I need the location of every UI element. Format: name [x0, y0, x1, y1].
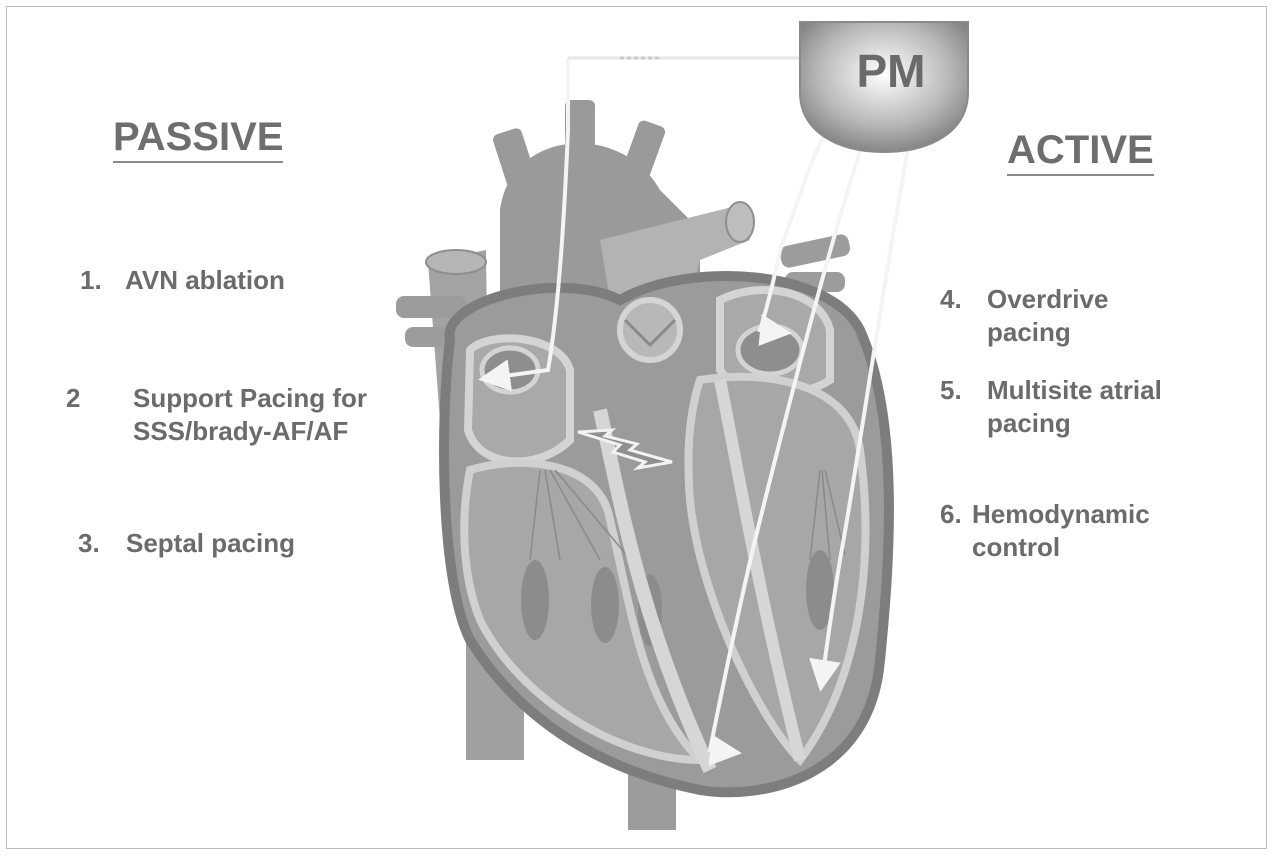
mitral-valve — [738, 326, 802, 374]
aortic-valve — [620, 300, 680, 360]
pulmonary-vein — [778, 233, 851, 269]
item-text: Multisite atrial — [987, 374, 1162, 407]
item-text: pacing — [987, 316, 1108, 349]
pacemaker-label: PM — [836, 44, 946, 98]
item-text: pacing — [987, 407, 1162, 440]
item-text: Support Pacing for — [133, 382, 367, 415]
passive-heading: PASSIVE — [113, 115, 283, 163]
item-text: Septal pacing — [126, 528, 295, 558]
papillary-muscle — [521, 560, 549, 640]
tricuspid-valve — [482, 348, 538, 392]
item-text: SSS/brady-AF/AF — [133, 415, 367, 448]
item-text: control — [972, 531, 1150, 564]
item-text: Overdrive — [987, 283, 1108, 316]
papillary-muscle — [591, 567, 619, 643]
active-heading: ACTIVE — [1007, 128, 1154, 176]
superior-vena-cava-opening — [426, 250, 486, 274]
aortic-branch — [620, 119, 667, 185]
item-text: Hemodynamic — [972, 498, 1150, 531]
item-number: 3. — [78, 527, 100, 560]
item-number: 2 — [66, 382, 80, 415]
pulmonary-artery-opening — [726, 202, 754, 242]
item-text: AVN ablation — [125, 265, 285, 295]
item-number: 4. — [940, 283, 962, 316]
item-number: 5. — [940, 374, 962, 407]
item-number: 1. — [80, 264, 102, 297]
item-number: 6. — [940, 498, 962, 531]
